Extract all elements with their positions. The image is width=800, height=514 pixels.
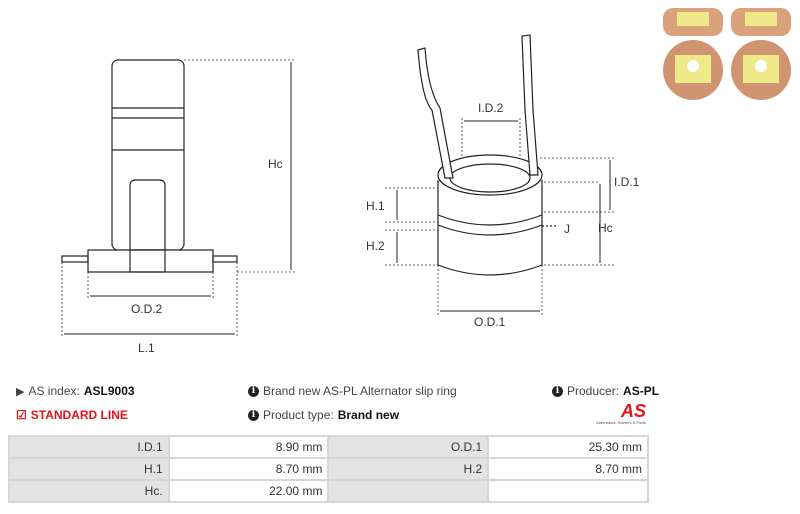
- logo-mark: AS: [620, 401, 646, 421]
- as-index: ▶ AS index: ASL9003: [16, 384, 135, 398]
- spec-label: [327, 479, 490, 503]
- as-pl-logo: AS Alternators, Starters & Parts: [590, 402, 652, 425]
- label-id2: I.D.2: [478, 101, 504, 115]
- as-index-label: AS index:: [28, 384, 80, 398]
- label-hc-left: Hc: [268, 157, 283, 171]
- spec-value: 25.30 mm: [487, 435, 649, 459]
- tags-icon: ▶: [16, 385, 25, 398]
- table-row: Hc. 22.00 mm: [8, 479, 649, 503]
- product-photo: [663, 8, 791, 100]
- spec-label: H.2: [327, 457, 490, 481]
- info-icon: i: [552, 385, 563, 397]
- logo-tagline: Alternators, Starters & Parts: [596, 420, 646, 425]
- spec-label: Hc.: [8, 479, 170, 503]
- spec-value: 8.70 mm: [487, 457, 649, 481]
- table-row: I.D.1 8.90 mm O.D.1 25.30 mm: [8, 435, 649, 459]
- label-l1: L.1: [138, 341, 155, 355]
- spec-value: 8.70 mm: [167, 457, 330, 481]
- info-icon: i: [248, 409, 259, 421]
- standard-line-label: STANDARD LINE: [30, 408, 128, 422]
- label-od1: O.D.1: [474, 315, 506, 329]
- spec-label: I.D.1: [8, 435, 170, 459]
- producer: i Producer: AS-PL: [552, 384, 659, 398]
- label-h1: H.1: [366, 199, 385, 213]
- checkbox-icon: ☑: [16, 408, 27, 422]
- standard-line: ☑ STANDARD LINE: [16, 408, 128, 422]
- technical-drawing: Hc O.D.2 L.1 I.D.2 I.D.1 H.1 H.2 J Hc O.…: [61, 34, 640, 355]
- description: i Brand new AS-PL Alternator slip ring: [248, 384, 457, 398]
- label-id1: I.D.1: [614, 175, 640, 189]
- specs-table: I.D.1 8.90 mm O.D.1 25.30 mm H.1 8.70 mm…: [8, 435, 649, 503]
- table-row: H.1 8.70 mm H.2 8.70 mm: [8, 457, 649, 481]
- info-icon: i: [248, 385, 259, 397]
- product-type: i Product type: Brand new: [248, 408, 399, 422]
- as-index-value: ASL9003: [83, 384, 135, 398]
- spec-value: 22.00 mm: [167, 479, 330, 503]
- label-hc-right: Hc: [598, 221, 613, 235]
- producer-value: AS-PL: [623, 384, 660, 398]
- spec-value: 8.90 mm: [167, 435, 330, 459]
- spec-label: O.D.1: [327, 435, 490, 459]
- product-type-value: Brand new: [337, 408, 400, 422]
- spec-value: [487, 479, 649, 503]
- description-text: Brand new AS-PL Alternator slip ring: [263, 384, 457, 398]
- label-od2: O.D.2: [131, 302, 163, 316]
- producer-label: Producer:: [567, 384, 620, 398]
- spec-label: H.1: [8, 457, 170, 481]
- label-j: J: [564, 222, 570, 236]
- label-h2: H.2: [366, 239, 385, 253]
- product-type-label: Product type:: [263, 408, 334, 422]
